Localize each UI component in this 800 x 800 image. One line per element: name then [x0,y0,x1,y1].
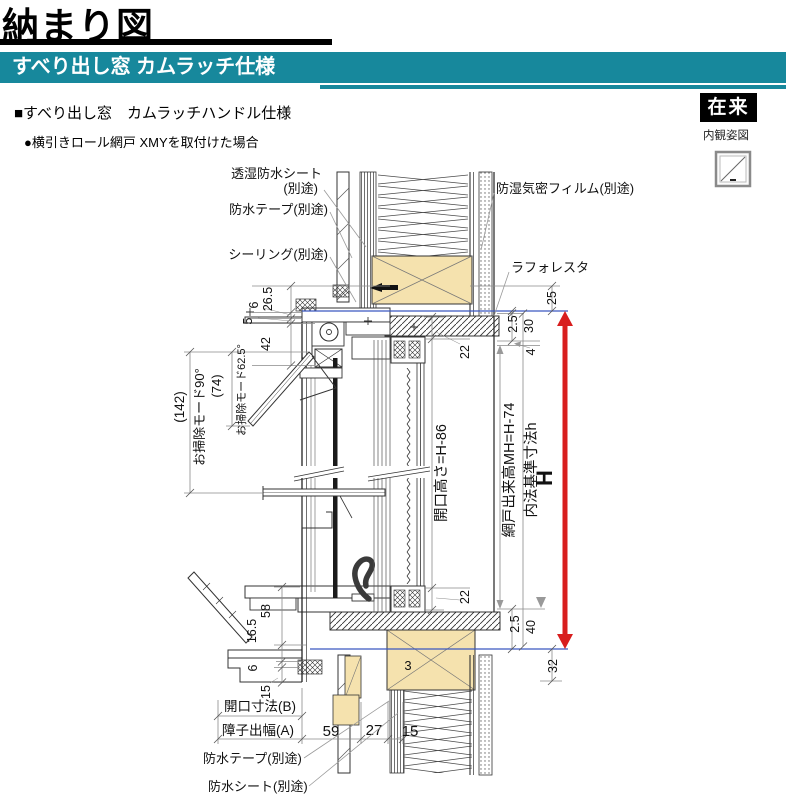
dim-4: 4 [524,348,538,355]
callout-breathable-sheet-2: (別途) [283,181,318,196]
dim-30: 30 [522,319,536,333]
callout-tape-bottom: 防水テープ(別途) [203,751,302,766]
wall-top [336,171,495,612]
dim-142: (142) [172,391,187,423]
dimension-lines [184,281,562,744]
dim-25: 25 [545,291,559,305]
hinge-pivot [319,322,339,342]
spec-heading: ■すべり出し窓 カムラッチハンドル仕様 [14,105,292,122]
dim-mode-62-5: お掃除モード62.5° [234,344,248,436]
dim-mode-90: お掃除モード90° [192,368,207,466]
callout-sealing: シーリング(別途) [228,247,328,262]
window-elevation-icon [714,150,752,188]
callout-tape-top: 防水テープ(別途) [229,202,328,217]
section-banner: すべり出し窓 カムラッチ仕様 [0,52,786,83]
dim-74: (74) [209,374,224,397]
callout-breathable-sheet: 透湿防水シート [231,166,322,181]
dimension-texts: 26.5 6 5 42 25 2.5 30 4 22 開口高さ=H-86 網戸出… [172,287,560,740]
interior-casing-sill [329,611,501,631]
view-caption: 内観姿図 [703,130,749,142]
reference-lines [302,310,568,650]
dim-58: 58 [259,604,273,618]
dim-overall-H: H [532,470,557,486]
dim-22-top: 22 [458,345,472,359]
dim-40: 40 [524,620,538,634]
dim-screen-height: 網戸出来高MH=H-74 [501,403,518,538]
sill-frame [227,556,501,683]
dim-opening-height: 開口高さ=H-86 [433,424,450,522]
dim-projection-A: 障子出幅(A) [222,723,294,738]
dim-32: 32 [546,659,560,673]
dim-inner-standard: 内法基準寸法h [523,422,540,517]
callout-sheet-bottom: 防水シート(別途) [208,779,308,794]
title-underline [0,39,332,45]
dim-wood-3: 3 [404,658,411,673]
dim-6-top: 6 [247,301,261,308]
dim-27: 27 [366,722,383,739]
banner-accent-strip [320,85,786,89]
dim-59: 59 [323,723,340,740]
vapor-film-layer [478,171,493,317]
dim-5: 5 [241,317,255,324]
dim-15-left: 15 [259,685,273,699]
open-sash-positions [187,351,386,644]
cam-latch-handle [352,556,375,602]
interior-casing-head [384,315,500,337]
dim-6-bottom: 6 [246,664,260,671]
dim-opening-B: 開口寸法(B) [224,699,296,714]
wall-bottom [332,629,493,776]
callout-vapor-film: 防湿気密フィルム(別途) [496,181,634,196]
dim-42: 42 [259,337,273,351]
dim-26-5: 26.5 [261,287,275,311]
dim-15-bottom: 15 [402,723,419,740]
overall-height-line: H [532,311,573,649]
dim-22-bottom: 22 [458,590,472,604]
leader-lines [303,189,510,787]
break-mark [294,466,430,478]
section-drawing: H [172,166,634,794]
insulation-bottom [404,690,472,773]
sash-and-screen [293,322,431,682]
dim-16-5: 16.5 [245,619,259,643]
dim-2-5-bottom: 2.5 [508,615,522,632]
construction-type-badge: 在来 [700,93,757,122]
callout-texts: 透湿防水シート (別途) 防水テープ(別途) シーリング(別途) 防湿気密フィル… [203,166,634,794]
callout-laforesta: ラフォレスタ [511,260,589,275]
dim-2-5-top: 2.5 [506,315,520,332]
case-note: ●横引きロール網戸 XMYを取付けた場合 [24,135,259,150]
